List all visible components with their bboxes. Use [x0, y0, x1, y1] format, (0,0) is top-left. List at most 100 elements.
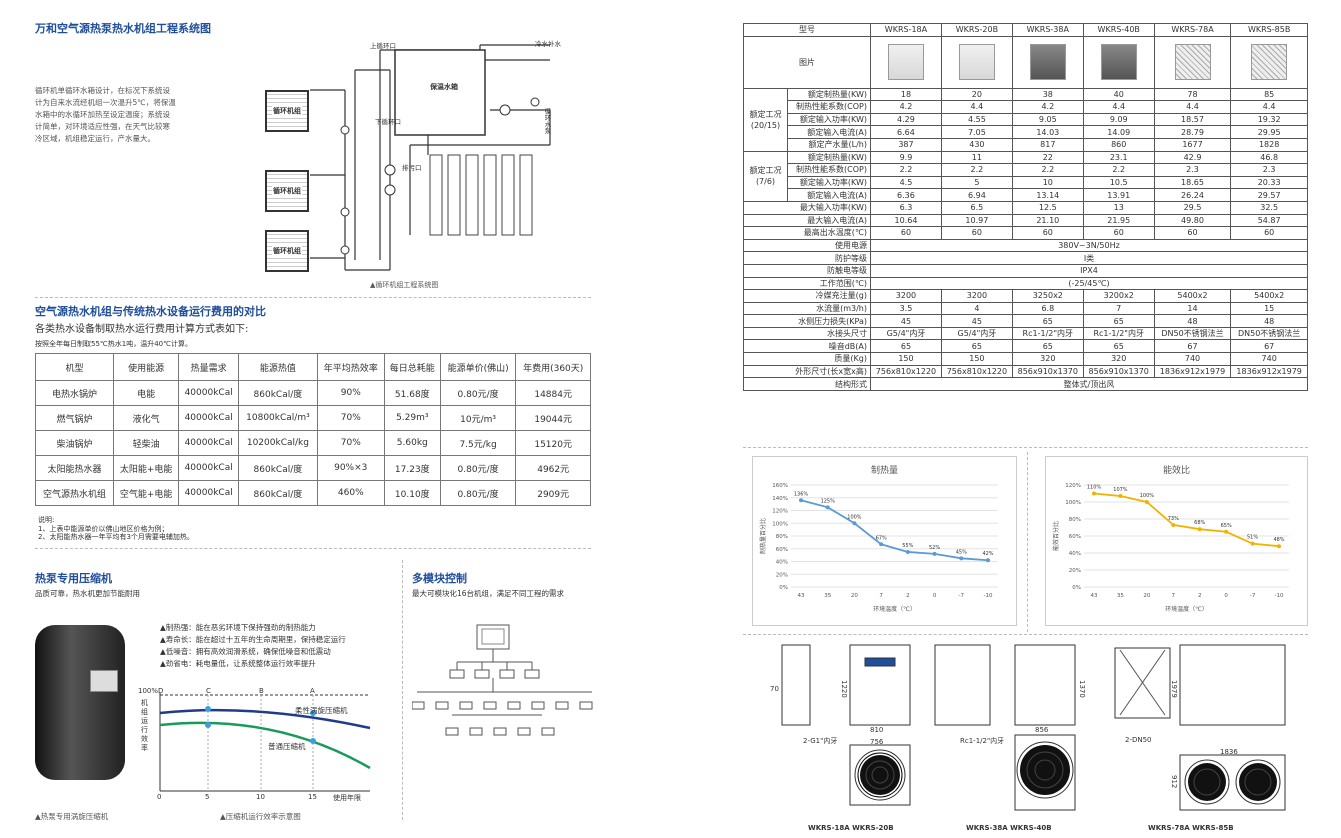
data-label: 51% — [1247, 535, 1258, 541]
x-tick-label: -7 — [959, 593, 965, 599]
x-tick-label: 7 — [879, 593, 883, 599]
x-tick-label: 20 — [851, 593, 858, 599]
desc-line: 循环机单循环水箱设计，在标况下系统设 — [35, 86, 170, 95]
normal-line-label: 普通压缩机 — [268, 742, 306, 751]
x-tick-label: 0 — [933, 593, 937, 599]
y-axis-label: 制热量百分比 — [759, 518, 767, 554]
heat-pump-unit-1: 循环机组 — [265, 90, 309, 132]
data-point — [799, 498, 803, 503]
data-point — [1277, 544, 1281, 549]
data-point — [1197, 527, 1202, 532]
col-header: 使用能源 — [112, 353, 180, 381]
lower-outlet-label: 下循环口 — [375, 118, 401, 126]
scroll-line-label: 柔性涡旋压缩机 — [295, 706, 348, 715]
product-image — [1174, 44, 1211, 81]
compressor-terminal — [90, 670, 118, 692]
y-tick-label: 100% — [1065, 500, 1081, 506]
data-point — [1118, 494, 1123, 499]
chart-title: 制热量 — [871, 464, 898, 476]
point-label: B — [259, 687, 264, 695]
feature-item: ▲制热强：能在恶劣环境下保持强劲的制热能力 — [160, 623, 316, 632]
heat-pump-unit-2: 循环机组 — [265, 170, 309, 212]
data-label: 73% — [1168, 516, 1179, 522]
group-label: 额定工况 (7/6) — [743, 150, 788, 202]
compressor-chart: 100% 机组运行效率 D C B A 柔性涡旋压缩机 普通压缩机 0 5 10… — [135, 683, 375, 803]
dim-label: 912 — [1170, 775, 1178, 789]
note-line: 1、上表中能源单价以佛山地区价格为例； — [38, 524, 169, 533]
table-header-row: 机型使用能源 热量需求能源热值 年平均热效率每日总耗能 能源单价(佛山)年费用(… — [35, 353, 591, 381]
data-label: 136% — [794, 491, 809, 497]
point-label: A — [310, 687, 315, 695]
data-label: 125% — [821, 498, 836, 504]
col-header: 机型 — [35, 353, 114, 381]
data-point — [1092, 491, 1096, 496]
data-label: 52% — [929, 545, 940, 551]
model-name: WKRS-85B — [1230, 23, 1308, 37]
feature-item: ▲低噪音：拥有高效润滑系统，确保低噪音和低震动 — [160, 647, 331, 656]
cost-notes: 说明: 1、上表中能源单价以佛山地区价格为例； 2、太阳能热水器一年平均有3个月… — [38, 516, 194, 542]
model-name: WKRS-78A — [1153, 23, 1232, 37]
x-tick-label: -10 — [1275, 593, 1284, 599]
data-point — [932, 551, 937, 556]
data-label: 67% — [876, 535, 887, 541]
model-header: 型号 — [743, 23, 871, 37]
xtick: 10 — [256, 793, 265, 801]
x-tick-label: 0 — [1224, 593, 1228, 599]
divider — [743, 447, 1308, 448]
data-label: 45% — [956, 549, 967, 555]
x-tick-label: 2 — [1198, 593, 1202, 599]
pump-label: 循环水泵 — [543, 108, 551, 134]
compressor-title: 热泵专用压缩机 — [35, 572, 112, 585]
normal-line — [159, 721, 371, 770]
system-caption: ▲循环机组工程系统图 — [370, 281, 439, 289]
data-label: 65% — [1221, 523, 1232, 529]
xtick: 15 — [308, 793, 317, 801]
dimension-drawings: 2-G1"内牙 810 756 70 1220 Rc1-1/2"内牙 856 1… — [770, 640, 1310, 835]
col-header: 能源热值 — [238, 353, 318, 381]
drain-label: 排污口 — [402, 164, 422, 172]
divider — [402, 560, 403, 820]
y-tick-label: 0% — [1072, 585, 1081, 591]
dim-label: 810 — [870, 726, 884, 734]
data-label: 48% — [1273, 537, 1284, 543]
divider — [35, 548, 591, 549]
y-tick-label: 40% — [1069, 551, 1081, 557]
data-point — [986, 558, 990, 563]
system-description: 循环机单循环水箱设计，在标况下系统设 计为自来水流经机组一次温升5℃，将保温 水… — [35, 85, 225, 145]
pipe-diagram — [310, 44, 551, 271]
compressor-features: ▲制热强：能在恶劣环境下保持强劲的制热能力 ▲寿命长：能在超过十五年的生命周期里… — [160, 622, 346, 670]
cost-title: 空气源热水机组与传统热水设备运行费用的对比 — [35, 305, 266, 318]
x-tick-label: 35 — [824, 593, 831, 599]
col-header: 年费用(360天) — [515, 353, 591, 381]
x-axis-label: 环境温度（℃） — [873, 605, 916, 613]
product-image — [1100, 44, 1137, 81]
note-line: 说明: — [38, 516, 55, 524]
drawing-caption: WKRS-78A WKRS-85B — [1148, 824, 1234, 832]
dim-label: 756 — [870, 738, 884, 746]
y-tick-label: 160% — [772, 483, 788, 489]
y-tick-label: 100% — [772, 521, 788, 527]
data-point — [959, 556, 964, 561]
model-name: WKRS-38A — [1011, 23, 1084, 37]
data-point — [852, 521, 857, 526]
